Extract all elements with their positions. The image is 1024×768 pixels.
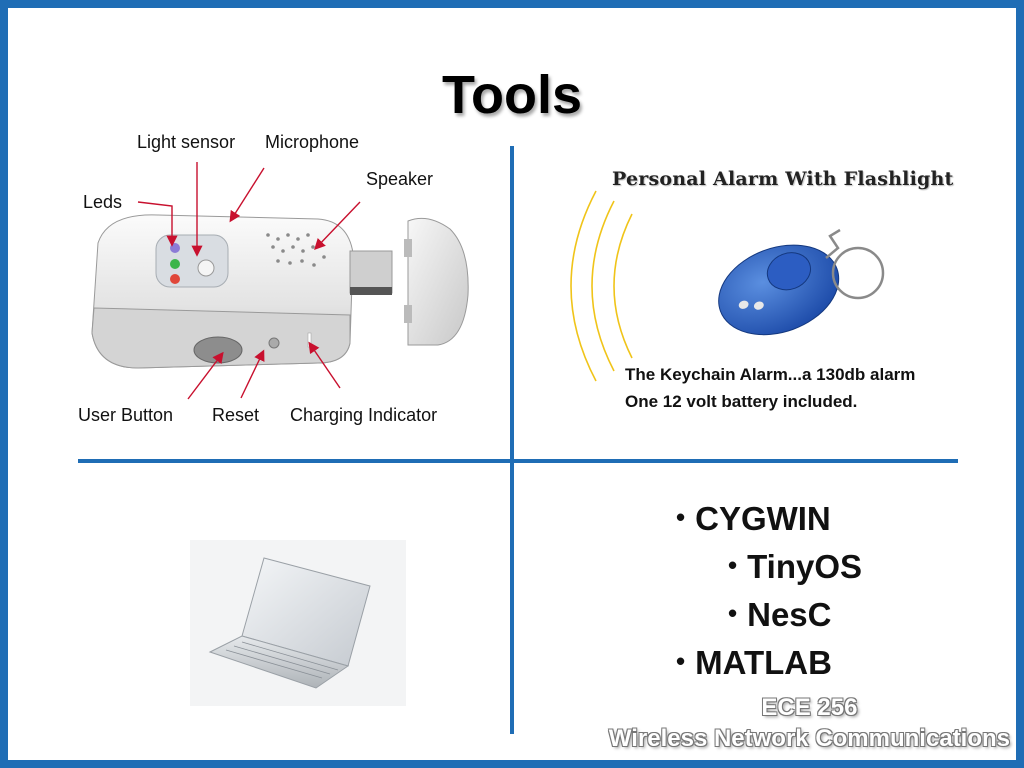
label-reset: Reset [212,405,260,425]
label-microphone: Microphone [265,132,360,152]
label-light-sensor: Light sensor [137,132,236,152]
label-user-button: User Button [78,405,174,425]
alarm-desc-line-1: The Keychain Alarm...a 130db alarm [625,365,916,384]
footer-course: ECE 256 [761,694,858,721]
footer: ECE 256 Wireless Network Communications [609,692,1010,754]
vertical-divider [510,146,514,734]
slide-title: Tools [442,65,582,125]
sensor-device-image [91,214,469,369]
callout-arrows [137,162,361,400]
alarm-description: The Keychain Alarm...a 130db alarm One 1… [625,361,915,415]
bullet-icon: • [676,646,686,676]
label-speaker: Speaker [366,169,434,189]
sound-waves-icon [570,190,633,382]
list-item-matlab: •MATLAB [676,644,832,681]
footer-course-name: Wireless Network Communications [608,725,1010,752]
laptop-image [190,540,406,706]
alarm-title: Personal Alarm With Flashlight [612,168,954,190]
list-item-tinyos: •TinyOS [728,548,863,585]
label-leds: Leds [83,192,123,212]
keychain-alarm-image [718,228,885,336]
alarm-desc-line-2: One 12 volt battery included. [625,392,858,411]
bullet-icon: • [728,550,738,580]
horizontal-divider [78,459,958,463]
list-item-cygwin: •CYGWIN [676,500,831,537]
tools-list: •CYGWIN •TinyOS •NesC •MATLAB [676,500,862,692]
bullet-icon: • [728,598,738,628]
bullet-icon: • [676,502,686,532]
label-charging-indicator: Charging Indicator [290,405,438,425]
list-item-nesc: •NesC [728,596,832,633]
